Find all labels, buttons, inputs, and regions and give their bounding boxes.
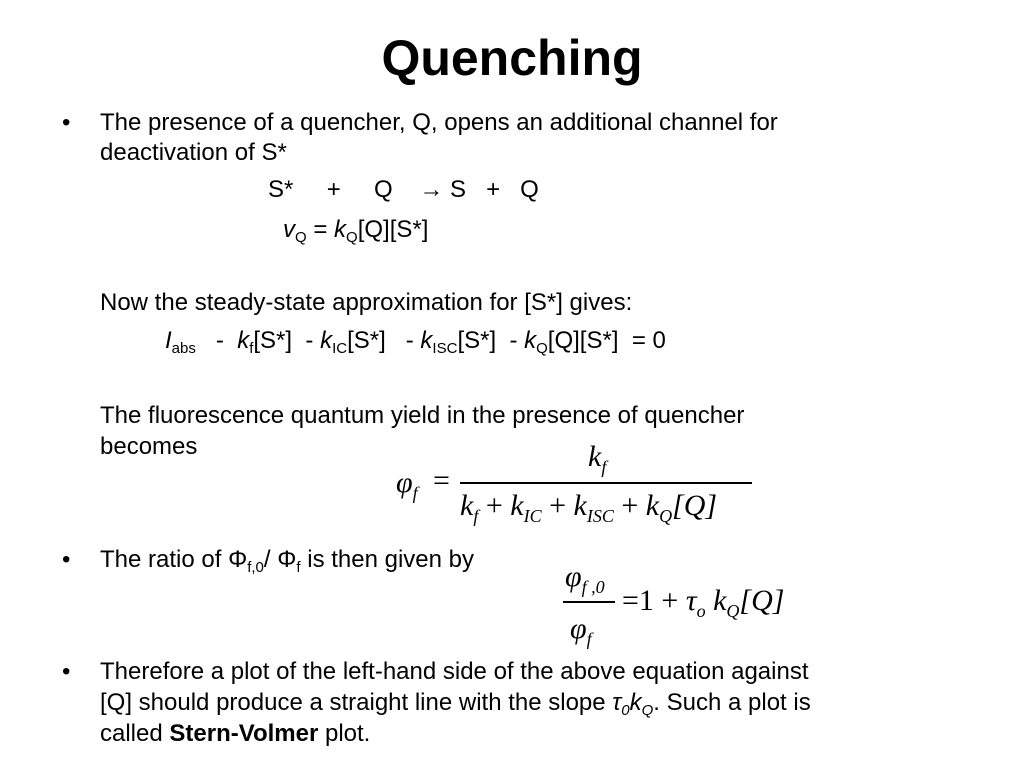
rate-rest: [Q][S*] (357, 216, 429, 243)
rate-equation: vQ = kQ[Q][S*] (283, 215, 428, 245)
bullet2-text: The ratio of Φf,0/ Φf is then given by (100, 545, 474, 575)
b3-tau-sub: 0 (621, 702, 630, 719)
eq1-num-k: k (588, 440, 602, 473)
rate-v: v (283, 216, 295, 243)
rate-k-sub: Q (346, 229, 358, 246)
bullet3-line3: called Stern-Volmer plot. (100, 719, 370, 749)
eq1-num-sub: f (601, 457, 607, 477)
b3-k: k (629, 689, 642, 716)
ss-t1: - (195, 327, 238, 354)
eq2-k: k (705, 584, 727, 617)
eq2-num-sub: f ,0 (581, 577, 605, 597)
rate-v-sub: Q (295, 229, 307, 246)
slide-title: Quenching (381, 30, 643, 86)
eq1-denominator: kf + kIC + kISC + kQ[Q] (460, 489, 718, 526)
ss-r3: [S*] - (457, 327, 525, 354)
b3-line2-a: [Q] should produce a straight line with … (100, 689, 613, 716)
eq1-den-sub: IC (523, 506, 542, 526)
ss-I-sub: abs (171, 340, 196, 357)
ss-r4: [Q][S*] = 0 (547, 327, 666, 354)
ss-k1-sub: f (249, 340, 254, 357)
eq1-den-k: k (645, 489, 660, 522)
steady-state-intro: Now the steady-state approximation for [… (100, 289, 633, 316)
eq1-numerator: kf (588, 440, 607, 477)
eq2-den-phi: φ (570, 612, 587, 645)
ss-I: I (165, 327, 172, 354)
yield-line1: The fluorescence quantum yield in the pr… (100, 402, 745, 429)
eq2-tau-sub: o (696, 601, 706, 621)
eq2-num-phi: φ (565, 560, 582, 593)
b2-a: The ratio of Φ (100, 546, 248, 573)
rate-k: k (334, 216, 347, 243)
rate-eq: = (306, 216, 335, 243)
bullet1-line1: The presence of a quencher, Q, opens an … (100, 109, 778, 136)
eq1-equals: = (433, 464, 450, 497)
b2-sub-a: f,0 (247, 559, 264, 576)
ss-k3: k (420, 327, 433, 354)
yield-line2: becomes (100, 433, 198, 460)
ss-r2: [S*] - (347, 327, 421, 354)
eq2-fraction-bar (563, 601, 615, 603)
bullet3-line1: Therefore a plot of the left-hand side o… (100, 658, 809, 685)
eq1-den-k: k (573, 489, 587, 522)
b3-line3-a: called (100, 720, 170, 747)
eq2-denominator: φf (570, 612, 592, 649)
eq1-fraction-bar (460, 482, 752, 484)
eq1-lhs: φf (396, 466, 418, 503)
ss-k2-sub: IC (332, 340, 348, 357)
bullet-marker: • (62, 546, 71, 573)
eq1-den-sub: f (473, 506, 479, 526)
ss-k2: k (320, 327, 333, 354)
eq1-den-op: + (478, 489, 511, 522)
eq2-numerator: φf ,0 (565, 560, 605, 597)
ss-r1: [S*] - (253, 327, 321, 354)
stern-volmer-term: Stern-Volmer (169, 720, 319, 747)
b3-line2-b: . Such a plot is (653, 689, 811, 716)
b2-c: is then given by (300, 546, 474, 573)
b2-sub-b: f (296, 559, 301, 576)
eq1-den-k: k (510, 489, 524, 522)
eq2-tail: [Q] (739, 584, 785, 617)
bullet-marker: • (62, 109, 71, 136)
reaction-equation: S* + Q → S + Q (268, 176, 539, 203)
eq2-k-sub: Q (726, 601, 740, 621)
eq1-den-tail: [Q] (672, 489, 718, 522)
eq1-phi-sub: f (412, 483, 418, 503)
bullet-marker: • (62, 658, 71, 685)
b2-b: / Φ (263, 546, 297, 573)
eq1-den-sub: ISC (586, 506, 614, 526)
eq2-tau: τ (685, 584, 697, 617)
eq2-rhs-a: =1 + (622, 584, 686, 617)
ss-k3-sub: ISC (432, 340, 458, 357)
steady-state-equation: Iabs - kf[S*] - kIC[S*] - kISC[S*] - kQ[… (165, 326, 666, 356)
b3-k-sub: Q (641, 702, 654, 719)
b3-tau: τ (612, 689, 622, 716)
eq1-den-k: k (460, 489, 474, 522)
ss-k4: k (524, 327, 537, 354)
eq1-den-op: + (541, 489, 574, 522)
eq1-den-op: + (613, 489, 646, 522)
b3-line3-b: plot. (318, 720, 371, 747)
eq1-phi: φ (396, 466, 413, 499)
eq2-den-sub: f (586, 629, 592, 649)
bullet1-line2: deactivation of S* (100, 139, 287, 166)
eq1-den-sub: Q (659, 506, 673, 526)
bullet3-line2: [Q] should produce a straight line with … (100, 688, 811, 718)
ss-k4-sub: Q (536, 340, 548, 357)
eq2-rhs: =1 + τo kQ[Q] (622, 584, 785, 621)
ss-k1: k (237, 327, 250, 354)
